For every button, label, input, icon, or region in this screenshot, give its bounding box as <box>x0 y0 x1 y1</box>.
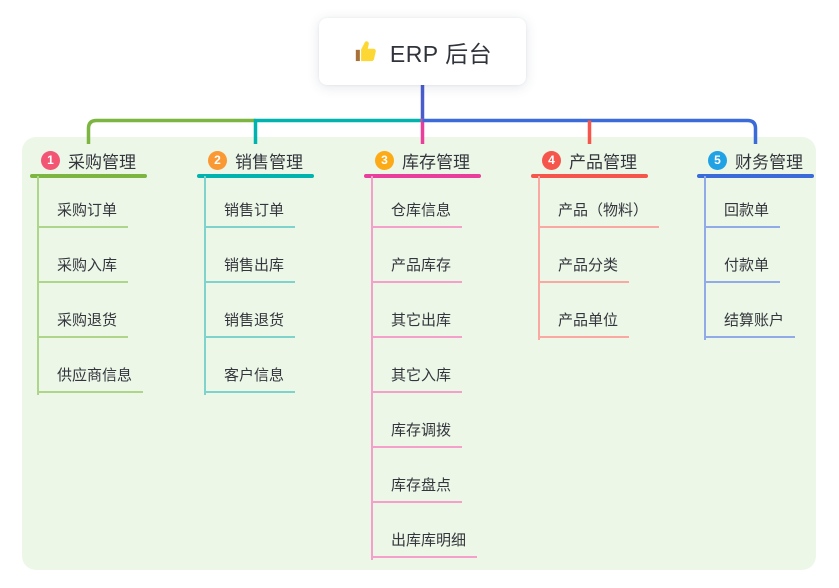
branch-underline <box>364 174 481 178</box>
child-node-label: 付款单 <box>724 257 770 274</box>
branch-underline <box>30 174 147 178</box>
child-node[interactable]: 产品（物料） <box>538 201 660 228</box>
branch-underline <box>197 174 314 178</box>
child-node-label: 产品单位 <box>558 312 619 329</box>
child-node-label: 销售订单 <box>224 202 285 219</box>
child-node-label: 其它出库 <box>391 312 452 329</box>
children-connector-line <box>204 176 206 395</box>
children-connector-line <box>538 176 540 340</box>
child-node[interactable]: 产品库存 <box>371 256 463 283</box>
branch-node-5[interactable]: 5 财务管理 <box>697 147 803 173</box>
children-connector-line <box>704 176 706 340</box>
child-node-label: 采购退货 <box>57 312 118 329</box>
root-node-erp[interactable]: ERP 后台 <box>319 18 526 85</box>
child-node-label: 结算账户 <box>724 312 785 329</box>
child-node-label: 销售退货 <box>224 312 285 329</box>
child-node[interactable]: 采购入库 <box>37 256 129 283</box>
child-node-label: 出库库明细 <box>391 532 467 549</box>
branch-number-badge: 1 <box>41 150 60 170</box>
branch-node-3[interactable]: 3 库存管理 <box>364 147 470 173</box>
branch-number-badge: 3 <box>375 150 394 170</box>
root-title: ERP 后台 <box>389 40 493 67</box>
branches-panel <box>22 137 816 570</box>
child-node[interactable]: 仓库信息 <box>371 201 463 228</box>
child-node-label: 销售出库 <box>224 257 285 274</box>
child-node[interactable]: 其它入库 <box>371 366 463 393</box>
child-node-label: 产品库存 <box>391 257 452 274</box>
branch-title: 采购管理 <box>68 152 136 172</box>
branch-node-2[interactable]: 2 销售管理 <box>197 147 303 173</box>
child-node[interactable]: 采购退货 <box>37 311 129 338</box>
child-node[interactable]: 出库库明细 <box>371 531 478 558</box>
child-node-label: 其它入库 <box>391 367 452 384</box>
child-node-label: 回款单 <box>724 202 770 219</box>
child-node-label: 仓库信息 <box>391 202 452 219</box>
child-node[interactable]: 供应商信息 <box>37 366 144 393</box>
child-node[interactable]: 销售出库 <box>204 256 296 283</box>
child-node[interactable]: 库存调拨 <box>371 421 463 448</box>
child-node-label: 供应商信息 <box>57 367 133 384</box>
child-node[interactable]: 其它出库 <box>371 311 463 338</box>
child-node-label: 采购订单 <box>57 202 118 219</box>
child-node-label: 产品（物料） <box>558 202 649 219</box>
branch-title: 销售管理 <box>235 152 303 172</box>
branch-node-1[interactable]: 1 采购管理 <box>30 147 136 173</box>
child-node[interactable]: 付款单 <box>704 256 781 283</box>
child-node[interactable]: 库存盘点 <box>371 476 463 503</box>
child-node[interactable]: 客户信息 <box>204 366 296 393</box>
branch-node-4[interactable]: 4 产品管理 <box>531 147 637 173</box>
branch-title: 产品管理 <box>569 152 637 172</box>
child-node-label: 客户信息 <box>224 367 285 384</box>
thumbs-up-icon <box>353 38 380 65</box>
branch-underline <box>531 174 648 178</box>
branch-title: 财务管理 <box>735 152 803 172</box>
children-connector-line <box>37 176 39 395</box>
child-node-label: 采购入库 <box>57 257 118 274</box>
branch-title: 库存管理 <box>402 152 470 172</box>
child-node[interactable]: 产品分类 <box>538 256 630 283</box>
child-node[interactable]: 回款单 <box>704 201 781 228</box>
branch-number-badge: 5 <box>708 150 727 170</box>
child-node-label: 库存调拨 <box>391 422 452 439</box>
child-node-label: 产品分类 <box>558 257 619 274</box>
branch-number-badge: 4 <box>542 150 561 170</box>
child-node[interactable]: 销售订单 <box>204 201 296 228</box>
child-node-label: 库存盘点 <box>391 477 452 494</box>
child-node[interactable]: 销售退货 <box>204 311 296 338</box>
child-node[interactable]: 结算账户 <box>704 311 796 338</box>
child-node[interactable]: 产品单位 <box>538 311 630 338</box>
children-connector-line <box>371 176 373 560</box>
branch-underline <box>697 174 814 178</box>
child-node[interactable]: 采购订单 <box>37 201 129 228</box>
branch-number-badge: 2 <box>208 150 227 170</box>
